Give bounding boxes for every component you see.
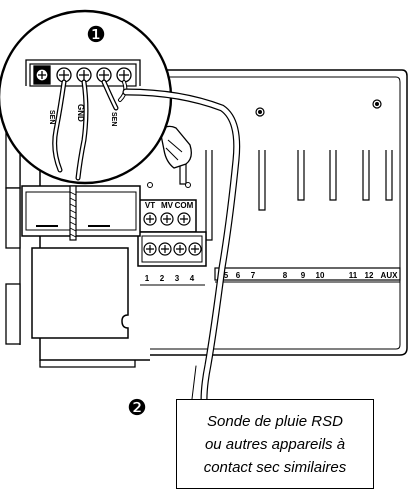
lead-label-sen-2: SEN (48, 110, 55, 124)
mounting-bracket (21, 185, 141, 241)
sensor-description-box: Sonde de pluie RSD ou autres appareils à… (176, 399, 374, 489)
module-number-4: 4 (190, 274, 195, 283)
sensor-description-line: Sonde de pluie RSD (207, 412, 343, 430)
station-number-7: 7 (251, 271, 256, 280)
magnified-wires (52, 79, 128, 181)
station-number-5: 5 (224, 271, 229, 280)
callout-marker-2: ❷ (127, 396, 147, 421)
module-number-3: 3 (175, 274, 180, 283)
sensor-cable (122, 88, 241, 404)
station-number-10: 10 (316, 271, 325, 280)
common-terminal-screws (143, 212, 191, 226)
station-number-8: 8 (283, 271, 288, 280)
transformer-box (31, 247, 129, 339)
module-number-2: 2 (160, 274, 165, 283)
common-terminal-label-vt: VT (145, 201, 155, 210)
station-number-11: 11 (349, 271, 358, 280)
lead-label-sen-1: SEN (110, 112, 117, 126)
module-slots (179, 150, 393, 241)
module-terminal-block: 1 2 3 4 (137, 231, 207, 286)
cable-guide (147, 125, 192, 188)
station-number-12: 12 (365, 271, 374, 280)
module-terminal-screws (143, 242, 202, 256)
mounting-screws (148, 64, 382, 117)
magnified-terminal-view: GND SEN SEN (0, 9, 173, 185)
callout-marker-1: ❶ (86, 23, 106, 48)
common-terminal-label-mv: MV (161, 201, 174, 210)
station-number-6: 6 (236, 271, 241, 280)
station-number-9: 9 (301, 271, 306, 280)
sensor-description-line: ou autres appareils à (204, 435, 346, 453)
common-terminal-label-com: COM (175, 201, 194, 210)
lead-label-gnd: GND (76, 104, 85, 122)
module-number-1: 1 (145, 274, 150, 283)
sensor-description-line: contact sec similaires (203, 458, 347, 476)
station-number-aux: AUX (381, 271, 399, 280)
